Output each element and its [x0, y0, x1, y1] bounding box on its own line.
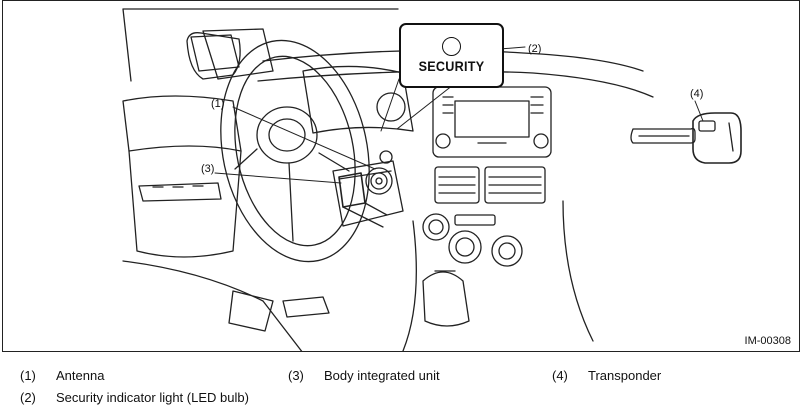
- diagram-figure: (1) (2) (3) (4) SECURITY IM-00308: [2, 0, 800, 352]
- legend-number: (3): [288, 368, 304, 383]
- callout-3-label: (3): [201, 163, 215, 175]
- legend-number: (2): [20, 390, 36, 405]
- led-bulb-icon: [442, 37, 461, 56]
- callout-4-label: (4): [690, 88, 704, 100]
- legend-number: (4): [552, 368, 568, 383]
- legend-number: (1): [20, 368, 36, 383]
- legend-text: Antenna: [56, 368, 105, 383]
- security-indicator-panel: SECURITY: [399, 23, 504, 88]
- callout-1-label: (1): [211, 98, 225, 110]
- legend-text: Security indicator light (LED bulb): [56, 390, 249, 405]
- legend-text: Transponder: [588, 368, 662, 383]
- security-indicator-text: SECURITY: [418, 58, 485, 74]
- legend-text: Body integrated unit: [324, 368, 440, 383]
- figure-id: IM-00308: [744, 335, 791, 347]
- callout-2-label: (2): [528, 43, 542, 55]
